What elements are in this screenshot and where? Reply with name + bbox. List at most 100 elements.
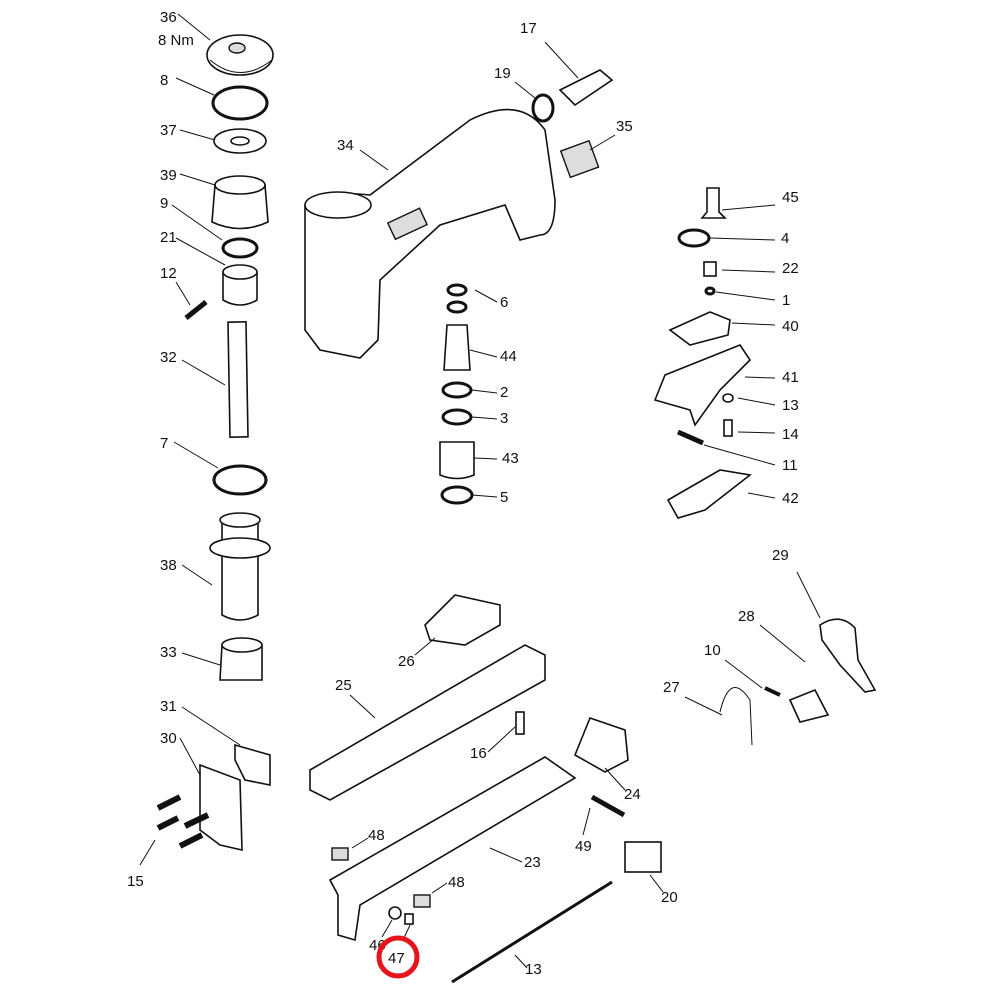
- highlight-circle: [376, 935, 420, 979]
- o-ring-5: [440, 485, 474, 505]
- leader-line-35: [589, 134, 616, 151]
- lever-42: [666, 469, 752, 519]
- leader-line-40: [731, 322, 776, 326]
- part-label-5: 5: [500, 489, 508, 506]
- leader-line-38: [181, 564, 213, 586]
- leader-line-48: [431, 882, 448, 894]
- part-label-32: 32: [160, 349, 177, 366]
- leader-line-4: [709, 237, 776, 241]
- pusher-24: [573, 716, 629, 773]
- part-label-24: 24: [624, 786, 641, 803]
- leader-line-11: [703, 444, 776, 466]
- trigger-housing-41: [653, 344, 752, 427]
- leader-line-24: [604, 767, 626, 791]
- part-label-45: 45: [782, 189, 799, 206]
- cylinder-38: [209, 512, 271, 621]
- part-label-28: 28: [738, 608, 755, 625]
- part-labels: 3683739921123273833313015171935346442343…: [127, 9, 799, 978]
- leader-line-20: [649, 874, 664, 893]
- leader-line-1: [715, 291, 776, 301]
- part-label-34: 34: [337, 137, 354, 154]
- leader-line-46: [381, 919, 393, 938]
- parts-drawing: [156, 34, 877, 984]
- leader-line-12: [175, 281, 191, 306]
- leader-line-29: [796, 571, 821, 619]
- leader-line-33: [181, 652, 221, 666]
- part-label-39: 39: [160, 167, 177, 184]
- leader-line-36: [177, 13, 211, 41]
- driver-blade-32: [227, 321, 249, 438]
- magazine-rail-25: [309, 644, 546, 801]
- part-label-8: 8: [160, 72, 168, 89]
- plate-37: [213, 128, 267, 154]
- part-label-38: 38: [160, 557, 177, 574]
- block-26: [424, 594, 501, 646]
- part-label-7: 7: [160, 435, 168, 452]
- torque-note: 8 Nm: [158, 32, 194, 49]
- screws-15: [156, 794, 210, 849]
- filter-35: [559, 139, 600, 179]
- part-label-10: 10: [704, 642, 721, 659]
- part-label-13: 13: [525, 961, 542, 978]
- part-label-19: 19: [494, 65, 511, 82]
- washer-13: [722, 393, 734, 403]
- leader-line-39: [179, 173, 216, 186]
- leader-line-19: [514, 81, 536, 99]
- housing-window: [386, 207, 429, 241]
- pin-10: [764, 686, 781, 697]
- part-label-15: 15: [127, 873, 144, 890]
- cap-36: [206, 34, 274, 76]
- part-label-17: 17: [520, 20, 537, 37]
- part-label-9: 9: [160, 195, 168, 212]
- clip-48b: [413, 894, 431, 908]
- part-label-27: 27: [663, 679, 680, 696]
- valve-44: [443, 324, 471, 371]
- leader-line-13: [737, 397, 776, 406]
- o-ring-1: [704, 286, 716, 296]
- part-label-22: 22: [782, 260, 799, 277]
- part-label-42: 42: [782, 490, 799, 507]
- part-label-23: 23: [524, 854, 541, 871]
- piston-21: [222, 264, 258, 306]
- leader-line-48: [351, 837, 369, 849]
- leader-line-9: [171, 204, 223, 241]
- part-label-13: 13: [782, 397, 799, 414]
- part-label-41: 41: [782, 369, 799, 386]
- o-ring-4: [677, 228, 711, 248]
- leader-line-43: [473, 457, 498, 460]
- part-label-33: 33: [160, 644, 177, 661]
- leader-line-10: [724, 659, 763, 689]
- leader-line-26: [414, 637, 436, 656]
- part-label-3: 3: [500, 410, 508, 427]
- trigger-lever-28: [788, 688, 830, 723]
- part-label-14: 14: [782, 426, 799, 443]
- guide-20: [624, 841, 662, 873]
- trigger-valve-40: [668, 311, 731, 346]
- valve-22: [703, 261, 717, 277]
- fitting-17: [558, 69, 614, 107]
- part-label-40: 40: [782, 318, 799, 335]
- part-label-36: 36: [160, 9, 177, 26]
- part-label-16: 16: [470, 745, 487, 762]
- leader-line-2: [471, 389, 498, 394]
- pin-49: [590, 794, 626, 818]
- o-ring-6b: [446, 300, 468, 314]
- part-label-30: 30: [160, 730, 177, 747]
- pin-11: [676, 429, 705, 446]
- part-label-49: 49: [575, 838, 592, 855]
- spacer-47: [404, 913, 414, 925]
- part-label-35: 35: [616, 118, 633, 135]
- leader-line-25: [349, 694, 376, 719]
- leader-lines: [139, 13, 821, 969]
- o-ring-2: [441, 381, 473, 399]
- o-ring-3: [441, 408, 473, 426]
- o-ring-6a: [446, 283, 468, 297]
- leader-line-32: [181, 359, 226, 386]
- leader-line-44: [469, 349, 498, 358]
- part-label-43: 43: [502, 450, 519, 467]
- part-label-48: 48: [448, 874, 465, 891]
- part-label-44: 44: [500, 348, 517, 365]
- leader-line-15: [139, 839, 156, 866]
